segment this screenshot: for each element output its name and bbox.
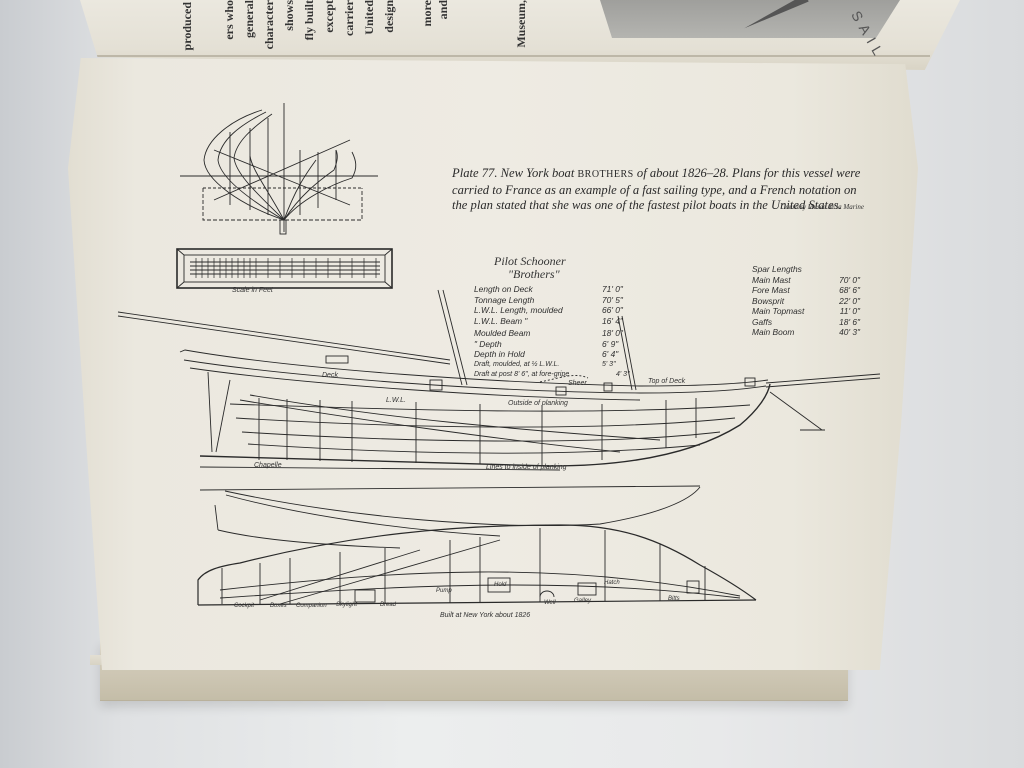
spar-label: Gaffs [752,316,773,327]
dimension-label: L.W.L. Beam " [474,315,528,326]
dimension-row: L.W.L. Length, moulded 66' 0" [474,305,636,316]
spar-value: 18' 6" [839,316,860,327]
dimension-value: 6' 9" [602,338,619,349]
top-of-deck-label: Top of Deck [648,378,686,385]
plan-label: Well [544,600,556,606]
vessel-name: BROTHERS [577,169,634,180]
spar-value: 68' 6" [839,285,860,295]
dimension-value: 71' 0" [602,284,623,294]
caption-text-b: of about 1826–28. Plans for this vessel … [452,166,861,212]
dimension-label: Draft, moulded, at ½ L.W.L. [474,360,560,368]
plan-label: Boxes [270,603,287,609]
half-breadth-plan [197,485,757,606]
spar-value: 22' 0" [839,295,860,306]
dimension-value: 5' 3" [602,360,616,368]
sheer-plan [117,289,881,471]
dimension-row: " Depth 6' 9" [474,339,636,350]
spar-row: Main Boom 40' 3" [752,327,860,338]
plan-label: Galley [574,598,592,604]
spar-row: Fore Mast 68' 6" [752,285,860,296]
dimension-label: L.W.L. Length, moulded [474,305,563,315]
plan-label: Cockpit [234,603,255,609]
spar-value: 40' 3" [839,327,860,337]
plan-label: Bread [380,602,397,608]
body-plan [180,103,378,235]
built-note: Built at New York about 1826 [440,612,531,619]
spar-row: Main Topmast 11' 0" [752,306,860,317]
spar-lengths-title: Spar Lengths [752,264,802,274]
dimension-value: 66' 0" [602,305,623,315]
spar-value: 70' 0" [839,274,860,285]
plate-number: Plate 77. [452,166,498,180]
plan-label: Bitts [668,596,680,602]
dimension-label: " Depth [474,338,502,349]
scale-bar [176,248,393,289]
caption-credit: Courtesy Musee de la Marine [780,203,864,211]
dimension-row: Tonnage Length 70' 5" [474,295,636,306]
scale-label: Scale in Feet [232,287,273,294]
spar-label: Fore Mast [752,285,790,295]
dimension-row: Draft at post 8' 6", at fore-gripe 4' 3" [474,370,650,381]
dimension-label: Draft at post 8' 6", at fore-gripe [474,371,570,378]
dimension-label: Moulded Beam [474,328,531,338]
dimension-value: 18' 0" [602,328,623,338]
sheer-label: Sheer [568,380,587,387]
spar-label: Main Mast [752,274,791,285]
dimension-label: Depth in Hold [474,349,525,359]
drawing-subtitle: "Brothers" [508,267,560,281]
previous-page-photograph [600,0,900,38]
spar-label: Main Topmast [752,306,805,316]
dimension-row: Moulded Beam 18' 0" [474,328,636,339]
lwl-label: L.W.L. [386,397,406,404]
dimension-value: 4' 3" [616,371,630,378]
spar-label: Main Boom [752,327,795,337]
dimensions-table: Length on Deck 71' 0" Tonnage Length 70' 5… [474,284,650,381]
outside-planking-label: Outside of planking [508,400,568,407]
deck-label: Deck [322,372,338,379]
dimension-value: 16' 4" [602,315,623,326]
spar-label: Bowsprit [752,295,785,306]
dimension-row: Draft, moulded, at ½ L.W.L. 5' 3" [474,360,636,371]
plan-label: Skylight [336,602,358,608]
plan-label: Hatch [604,580,620,586]
draftsman-signature: Chapelle [254,462,282,469]
spar-value: 11' 0" [839,306,860,316]
plan-label: Companion [296,603,327,609]
dimension-row: Length on Deck 71' 0" [474,284,636,295]
dimension-label: Length on Deck [474,284,533,294]
dimension-label: Tonnage Length [474,294,535,305]
dimension-value: 70' 5" [602,294,623,305]
dimension-value: 6' 4" [602,349,619,359]
dimension-row: L.W.L. Beam " 16' 4" [474,316,636,327]
drawing-title: Pilot Schooner [494,254,566,268]
plate-caption: Plate 77. New York boat BROTHERS of abou… [452,166,872,214]
previous-page-flap: produced ers who general character shows… [80,0,960,70]
spar-lengths-table: Spar Lengths Main Mast 70' 0" Fore Mast 68… [752,264,860,338]
dimension-row: Depth in Hold 6' 4" [474,349,636,360]
caption-text-a: New York boat [500,166,575,180]
page-fold-shadow [80,55,930,57]
spar-row: Bowsprit 22' 0" [752,296,860,307]
spar-row: Gaffs 18' 6" [752,317,860,328]
spar-row: Main Mast 70' 0" [752,275,860,286]
plan-label: Hold [494,582,507,588]
lines-note: Lines to inside of planking [486,464,567,471]
plan-label: Pump [436,588,452,594]
